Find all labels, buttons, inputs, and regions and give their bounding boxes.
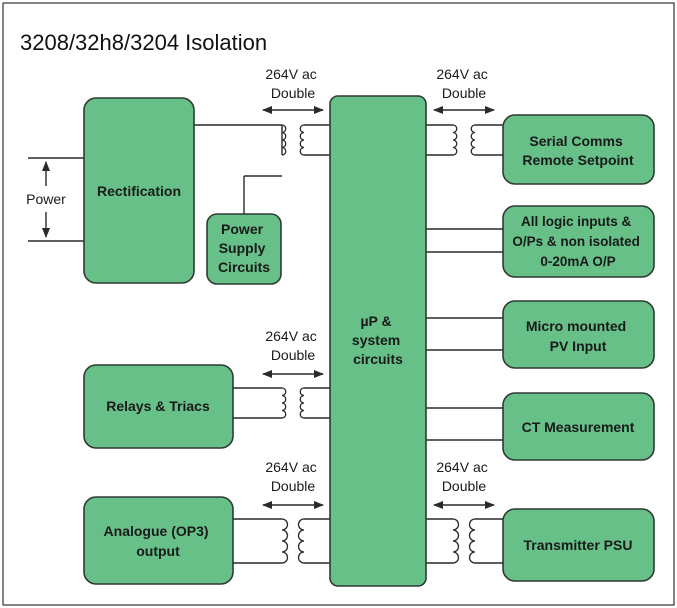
rectification-block: Rectification	[83, 97, 195, 284]
rectification-box	[83, 97, 195, 284]
relays-block: Relays & Triacs	[83, 364, 234, 449]
transformer-top-right	[452, 124, 476, 156]
isolation-label-transmitter: 264V ac Double	[436, 459, 491, 494]
serial-comms-label: Serial Comms Remote Setpoint	[522, 133, 634, 168]
diagram-title: 3208/32h8/3204 Isolation	[20, 30, 267, 55]
pv-input-block: Micro mounted PV Input	[502, 300, 655, 369]
transformer-analogue	[281, 518, 305, 564]
pv-input-label: Micro mounted PV Input	[526, 318, 630, 354]
serial-comms-block: Serial Comms Remote Setpoint	[502, 114, 655, 185]
primary-coil	[281, 387, 287, 419]
micro-box	[329, 95, 427, 587]
ct-measurement-block: CT Measurement	[502, 392, 655, 461]
primary-coil	[452, 124, 458, 156]
secondary-coil	[470, 124, 476, 156]
isolation-label-top-left: 264V ac Double	[265, 66, 320, 101]
transformer-top-left	[281, 124, 305, 156]
logic-block: All logic inputs & O/Ps & non isolated 0…	[502, 205, 655, 278]
transmitter-psu-label: Transmitter PSU	[524, 537, 633, 553]
rectification-label: Rectification	[97, 183, 181, 199]
pv-input-box	[502, 300, 655, 369]
analogue-label: Analogue (OP3) output	[104, 523, 213, 559]
ct-measurement-box	[502, 392, 655, 461]
isolation-label-analogue: 264V ac Double	[265, 459, 320, 494]
analogue-block: Analogue (OP3) output	[83, 496, 234, 585]
serial-comms-box	[502, 114, 655, 185]
transmitter-psu-box	[502, 508, 655, 582]
secondary-coil	[299, 387, 305, 419]
relays-label: Relays & Triacs	[106, 398, 210, 414]
power-supply-box	[206, 213, 282, 285]
secondary-coil	[299, 124, 305, 156]
secondary-coil	[468, 518, 476, 564]
transformers	[281, 124, 476, 564]
micro-block: µP & system circuits	[329, 95, 427, 587]
micro-label: µP & system circuits	[352, 313, 404, 367]
ct-measurement-label: CT Measurement	[522, 419, 635, 435]
analogue-box	[83, 496, 234, 585]
transformer-relays	[281, 387, 305, 419]
power-input: Power	[26, 157, 84, 242]
power-label: Power	[26, 191, 66, 207]
isolation-labels: 264V ac Double 264V ac Double 264V ac Do…	[265, 66, 491, 494]
primary-coil	[452, 518, 460, 564]
isolation-label-relays: 264V ac Double	[265, 328, 320, 363]
power-supply-block: Power Supply Circuits	[206, 213, 282, 285]
logic-box	[502, 205, 655, 278]
relays-box	[83, 364, 234, 449]
logic-label: All logic inputs & O/Ps & non isolated 0…	[512, 214, 643, 269]
isolation-label-top-right: 264V ac Double	[436, 66, 491, 101]
primary-coil	[281, 518, 289, 564]
transformer-transmitter	[452, 518, 476, 564]
connection-wires	[194, 124, 503, 564]
secondary-coil	[297, 518, 305, 564]
transmitter-psu-block: Transmitter PSU	[502, 508, 655, 582]
isolation-arrows	[262, 106, 495, 509]
power-supply-label: Power Supply Circuits	[218, 221, 270, 275]
primary-coil	[281, 124, 287, 156]
